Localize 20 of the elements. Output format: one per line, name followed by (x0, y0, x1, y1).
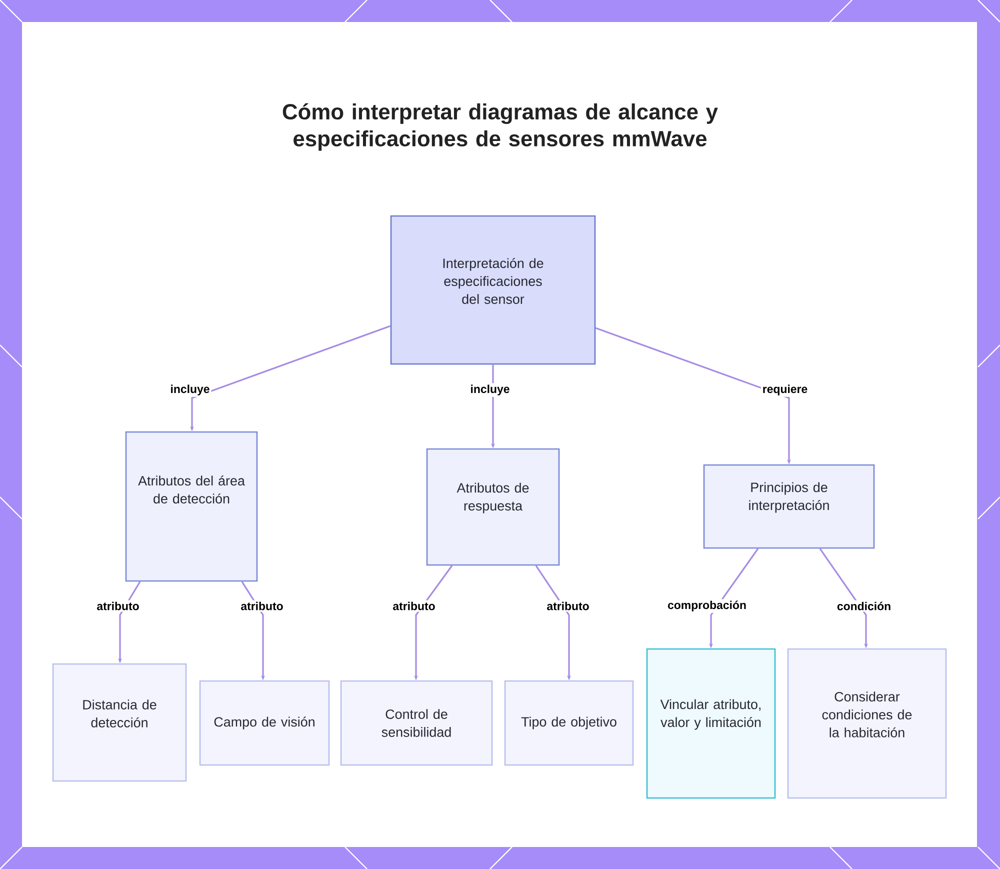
edge-label: atributo (95, 600, 141, 612)
concept-box: Distancia de detección (52, 663, 187, 782)
concept-box: Atributos de respuesta (426, 448, 560, 566)
edge-label: atributo (545, 600, 591, 612)
concept-box: Control de sensibilidad (340, 680, 493, 766)
edge-label: atributo (391, 600, 437, 612)
concept-box: Campo de visión (199, 680, 330, 766)
concept-box: Vincular atributo, valor y limitación (646, 648, 776, 799)
edge-label: comprobación (666, 599, 748, 613)
edge-label: incluye (468, 383, 512, 397)
edge-label: atributo (239, 600, 285, 612)
concept-box: Considerar condiciones de la habitación (787, 648, 947, 799)
edge-label: requiere (760, 383, 810, 397)
concept-box: Atributos del área de detección (125, 431, 258, 582)
edge-label: incluye (168, 383, 212, 397)
root-box: Interpretación de especificaciones del sensor (390, 215, 596, 365)
concept-box: Principios de interpretación (703, 464, 875, 549)
edge-label: condición (835, 600, 893, 612)
title: Cómo interpretar diagramas de alcance y especificaciones de sensores mmWave (282, 103, 718, 151)
concept-box: Tipo de objetivo (504, 680, 634, 766)
